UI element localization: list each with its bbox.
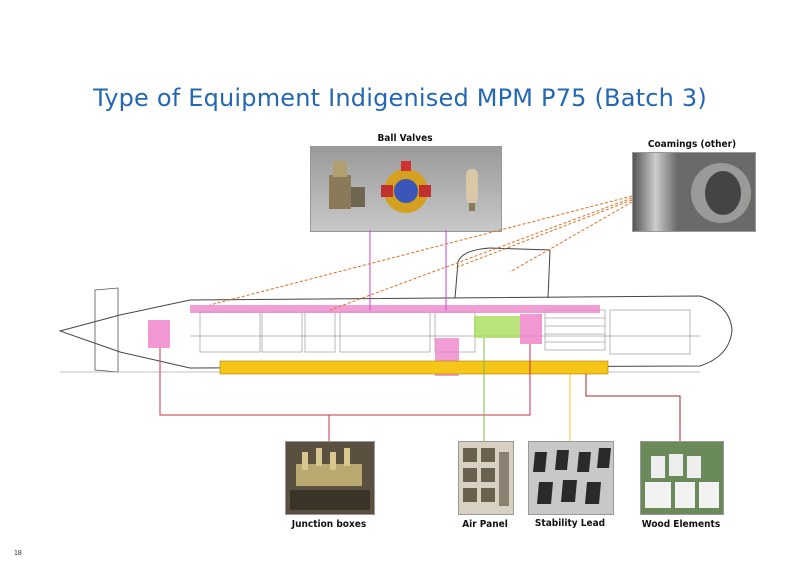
air-panel-highlight xyxy=(474,316,520,338)
pink-aft-highlight xyxy=(148,320,170,348)
wood-elements-image xyxy=(645,454,719,508)
junction-boxes-line xyxy=(159,344,531,416)
rudder-outline xyxy=(94,287,119,373)
pink-band-highlight xyxy=(190,305,600,313)
hull-outline xyxy=(58,295,733,369)
stability-lead-highlight xyxy=(219,360,609,375)
wood-elements-label: Wood Elements xyxy=(641,519,721,530)
coamings-label: Coamings (other) xyxy=(647,139,737,150)
stability-lead-image xyxy=(533,448,611,504)
junction-boxes-image xyxy=(290,448,370,510)
ball-valves-image xyxy=(329,161,478,213)
air-panel-image xyxy=(463,448,509,506)
ball-valves-photo xyxy=(310,146,502,232)
stability-lead-photo xyxy=(528,441,614,515)
junction-boxes-label: Junction boxes xyxy=(291,519,367,530)
wood-elements-photo xyxy=(640,441,724,515)
air-panel-label: Air Panel xyxy=(462,519,508,530)
wood-elements-line xyxy=(585,374,681,441)
coamings-lines xyxy=(209,195,633,311)
sail-outline xyxy=(454,247,551,299)
page-number: 18 xyxy=(14,550,22,557)
slide-title: Type of Equipment Indigenised MPM P75 (B… xyxy=(93,84,707,112)
junction-boxes-photo xyxy=(285,441,375,515)
air-panel-photo xyxy=(458,441,514,515)
coamings-image xyxy=(633,153,751,231)
coamings-photo xyxy=(632,152,756,232)
stability-lead-label: Stability Lead xyxy=(534,518,606,529)
pink-fwd-highlight xyxy=(520,314,542,344)
internal-detail xyxy=(190,309,700,355)
ball-valves-label: Ball Valves xyxy=(377,133,433,144)
